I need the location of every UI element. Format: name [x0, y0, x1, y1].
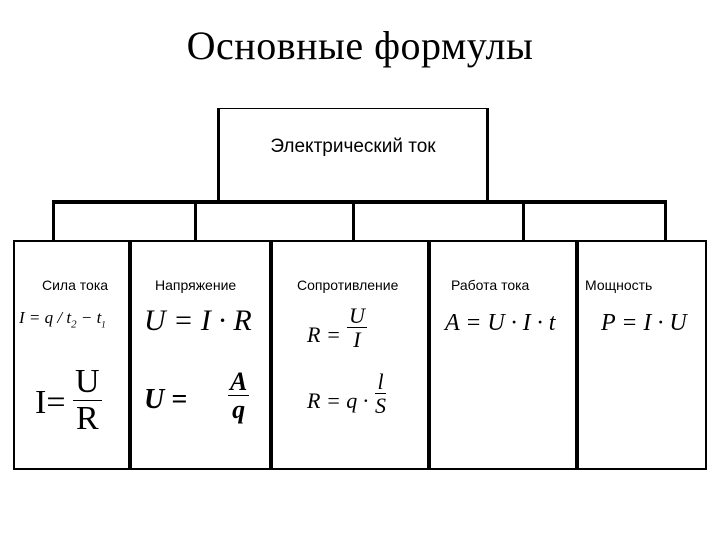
formula-voltage-work-lhs: U =	[144, 384, 188, 415]
column-label-resistance: Сопротивление	[297, 277, 399, 293]
column-label-work: Работа тока	[451, 277, 530, 293]
column-work: Работа тока A = U · I · t	[429, 240, 577, 470]
connector-drop-2	[194, 200, 197, 242]
page-title: Основные формулы	[186, 23, 534, 68]
connector-drop-5	[664, 200, 667, 242]
column-label-voltage: Напряжение	[155, 277, 237, 293]
formula-work: A = U · I · t	[445, 310, 556, 336]
column-power: Мощность P = I · U	[577, 240, 707, 470]
formula-resistivity-lhs: R = q ·	[307, 388, 369, 413]
formula-voltage-work-fraction: A q	[228, 367, 250, 425]
formula-power: P = I · U	[601, 310, 687, 336]
formula-resistance-ohm-lhs: R =	[307, 322, 341, 347]
formula-resistivity-fraction: l S	[375, 369, 386, 419]
column-voltage: Напряжение U = I · R U = A q	[130, 240, 271, 470]
column-current: Сила тока I = q / t2 − t1 I= U R	[13, 240, 130, 470]
connector-drop-1	[52, 200, 55, 242]
formula-current-time: I = q / t2 − t1	[19, 308, 106, 331]
formula-ohm-lhs: I=	[35, 384, 66, 421]
connector-drop-3	[352, 200, 355, 242]
formula-resistance-ohm-fraction: U I	[347, 303, 367, 353]
formula-ohm-fraction: U R	[73, 363, 102, 437]
column-label-current: Сила тока	[42, 277, 109, 293]
column-resistance: Сопротивление R = U I R = q · l S	[271, 240, 429, 470]
formula-voltage-ohm: U = I · R	[144, 304, 252, 337]
root-node-label: Электрический ток	[270, 136, 436, 157]
column-label-power: Мощность	[585, 277, 653, 293]
root-node-box: Электрический ток	[217, 108, 489, 200]
connector-drop-4	[522, 200, 525, 242]
connector-horizontal	[52, 200, 666, 204]
